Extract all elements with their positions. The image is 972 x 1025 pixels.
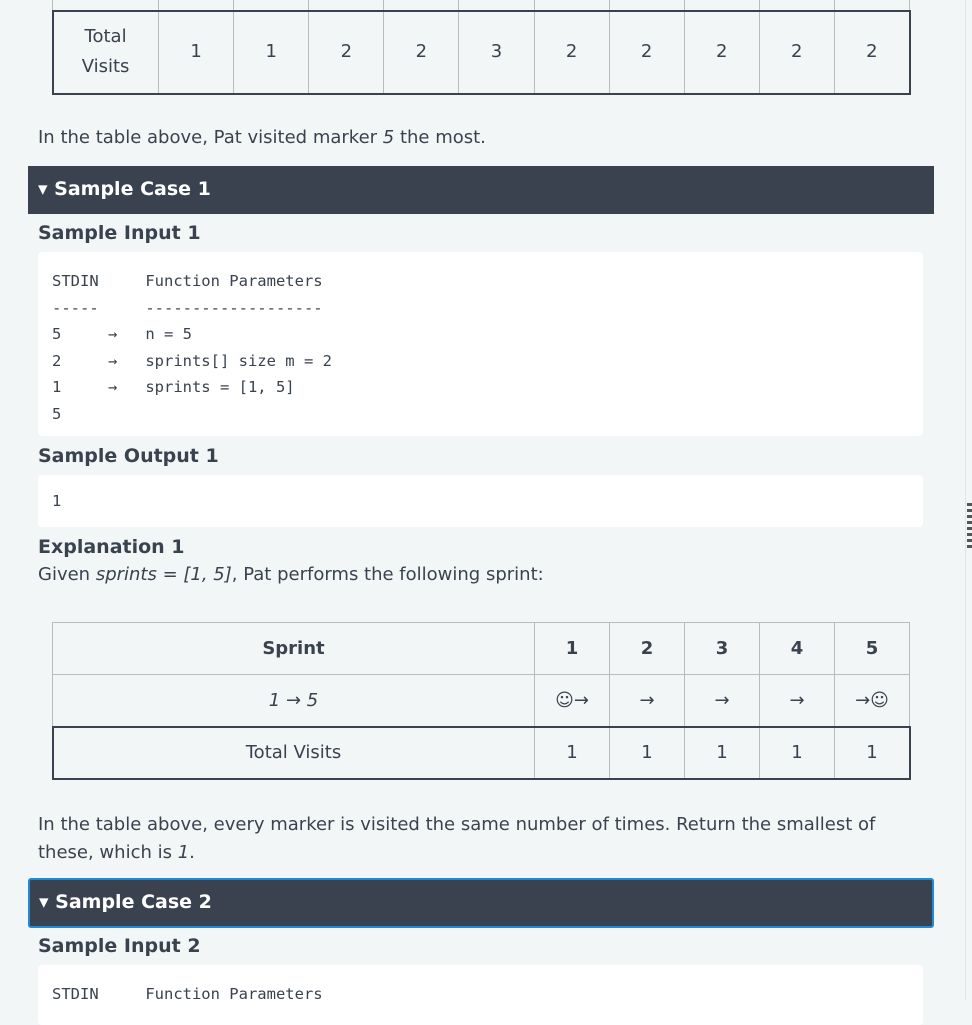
resize-handle[interactable] <box>967 503 972 549</box>
cell: 1 <box>834 726 910 779</box>
sample-input-2-heading: Sample Input 2 <box>38 935 201 957</box>
cell: 2 <box>608 10 685 94</box>
sample-output-1-code: 1 <box>38 475 923 527</box>
cell: 1 <box>609 726 685 779</box>
sprint-label: 1 → 5 <box>52 674 535 727</box>
cell: 3 <box>458 10 535 94</box>
visits-table-1: Total Visits 1 1 2 2 3 2 2 2 2 2 <box>51 0 911 95</box>
sample-case-2-toggle[interactable]: ▾ Sample Case 2 <box>28 878 934 928</box>
sample-input-1-code: STDIN Function Parameters ----- --------… <box>38 252 923 436</box>
cell: 1 <box>759 726 835 779</box>
cell: 2 <box>533 10 610 94</box>
cell: 1 <box>684 726 760 779</box>
cell: 2 <box>308 10 385 94</box>
sprint-cell: → <box>684 674 760 727</box>
marker-header: 2 <box>609 622 685 675</box>
cell: 1 <box>233 10 310 94</box>
sample-output-1-heading: Sample Output 1 <box>38 445 219 467</box>
sprint-cell: ☺→ <box>534 674 610 727</box>
sample-case-1-toggle[interactable]: ▾ Sample Case 1 <box>28 166 934 214</box>
total-visits-row: Total Visits 1 1 2 2 3 2 2 2 2 2 <box>51 9 911 95</box>
cell: 1 <box>534 726 610 779</box>
marker-header: 5 <box>834 622 910 675</box>
sprint-cell: →☺ <box>834 674 910 727</box>
cell: 2 <box>383 10 460 94</box>
panel-divider <box>965 0 966 1000</box>
sprint-cell: → <box>759 674 835 727</box>
sprint-table-1: Sprint 1 2 3 4 5 1 → 5 ☺→ → → → →☺ Total… <box>51 622 911 780</box>
marker-header: 3 <box>684 622 760 675</box>
sprint-cell: → <box>609 674 685 727</box>
paragraph-most-visited: In the table above, Pat visited marker 5… <box>38 127 486 148</box>
cell: 1 <box>158 10 235 94</box>
total-visits-label: Total Visits <box>51 10 160 94</box>
cell: 2 <box>683 10 760 94</box>
explanation-1-heading: Explanation 1 <box>38 536 185 558</box>
sample-input-1-heading: Sample Input 1 <box>38 222 201 244</box>
marker-header: 4 <box>759 622 835 675</box>
paragraph-result: In the table above, every marker is visi… <box>38 814 876 863</box>
total-visits-label: Total Visits <box>52 726 535 779</box>
sprint-header: Sprint <box>52 622 535 675</box>
sample-input-2-code: STDIN Function Parameters <box>38 965 923 1025</box>
cell: 2 <box>833 10 911 94</box>
cell: 2 <box>758 10 835 94</box>
explanation-1-text: Given sprints = [1, 5], Pat performs the… <box>38 564 544 585</box>
marker-header: 1 <box>534 622 610 675</box>
